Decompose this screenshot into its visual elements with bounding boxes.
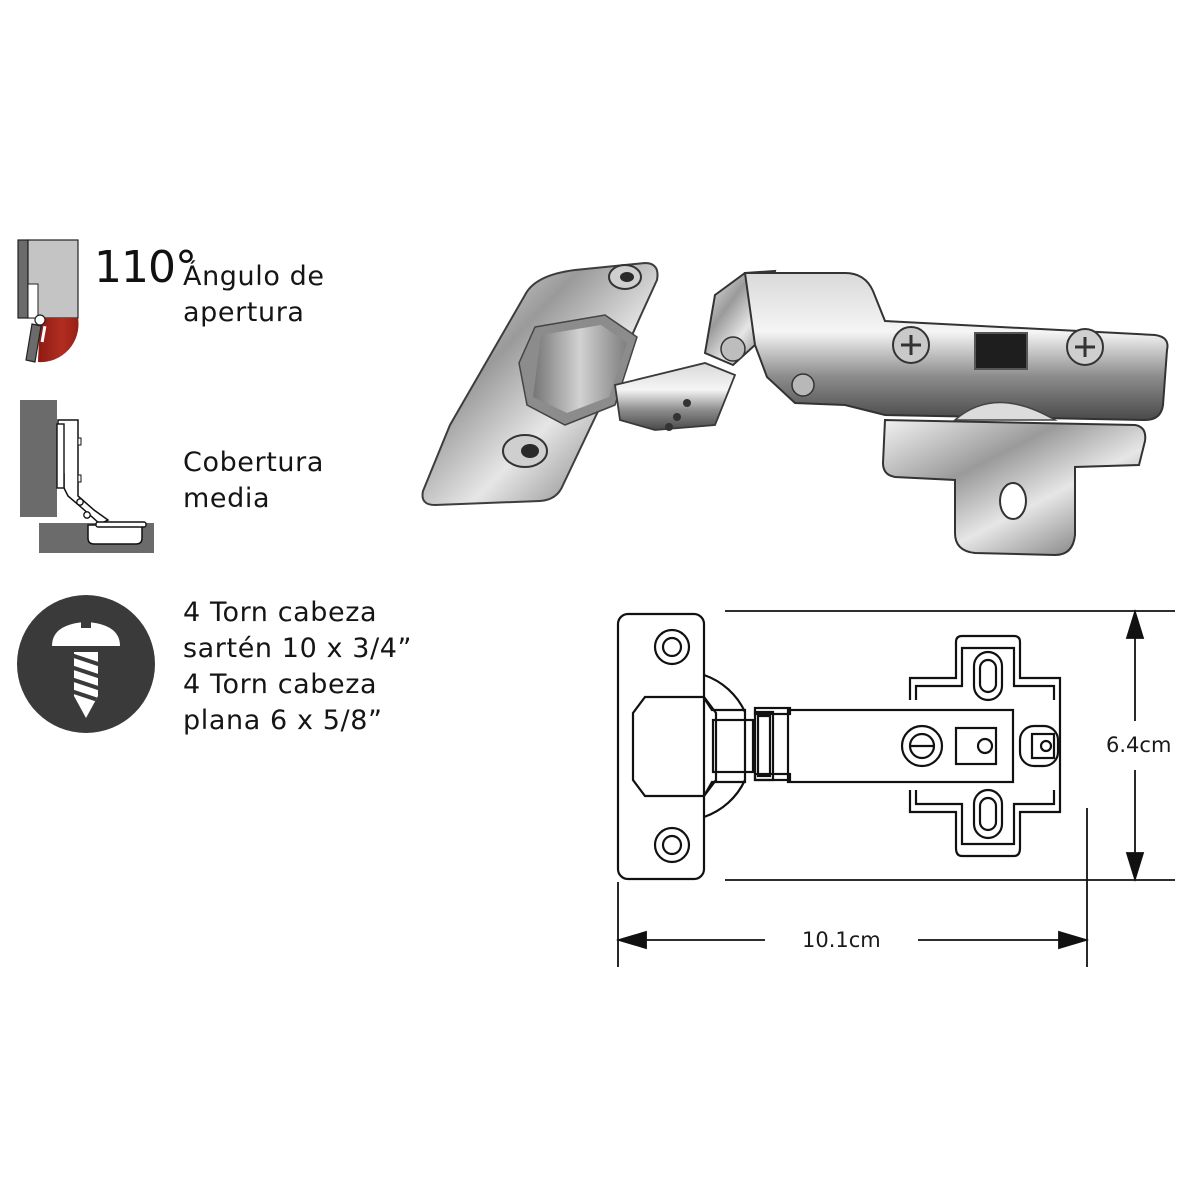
height-dimension-label: 6.4cm xyxy=(1100,733,1178,757)
hinge-product-photo xyxy=(421,261,1169,557)
screws-label: 4 Torn cabeza sartén 10 x 3/4” 4 Torn ca… xyxy=(183,595,443,739)
opening-angle-value: 110° xyxy=(94,242,197,293)
overlay-label: Cobertura media xyxy=(183,445,383,517)
overlay-feature: Cobertura media xyxy=(18,398,378,558)
opening-angle-label-line2: apertura xyxy=(183,297,305,328)
screws-feature: 4 Torn cabeza sartén 10 x 3/4” 4 Torn ca… xyxy=(16,594,436,744)
hinge-technical-drawing xyxy=(615,608,1175,967)
overlay-label-line1: Cobertura xyxy=(183,447,324,478)
opening-angle-label-line1: Ángulo de xyxy=(183,261,325,292)
screws-label-line2: sartén 10 x 3/4” xyxy=(183,633,413,664)
screws-label-line4: plana 6 x 5/8” xyxy=(183,705,383,736)
half-overlay-hinge-icon xyxy=(20,400,154,553)
opening-angle-label: Ángulo de apertura xyxy=(183,259,383,331)
width-dimension-label: 10.1cm xyxy=(796,928,887,952)
screw-icon xyxy=(17,595,155,733)
overlay-label-line2: media xyxy=(183,483,271,514)
opening-angle-feature: 110° Ángulo de apertura xyxy=(14,236,374,366)
door-opening-angle-icon xyxy=(17,239,79,363)
screws-label-line3: 4 Torn cabeza xyxy=(183,669,378,700)
screws-label-line1: 4 Torn cabeza xyxy=(183,597,378,628)
